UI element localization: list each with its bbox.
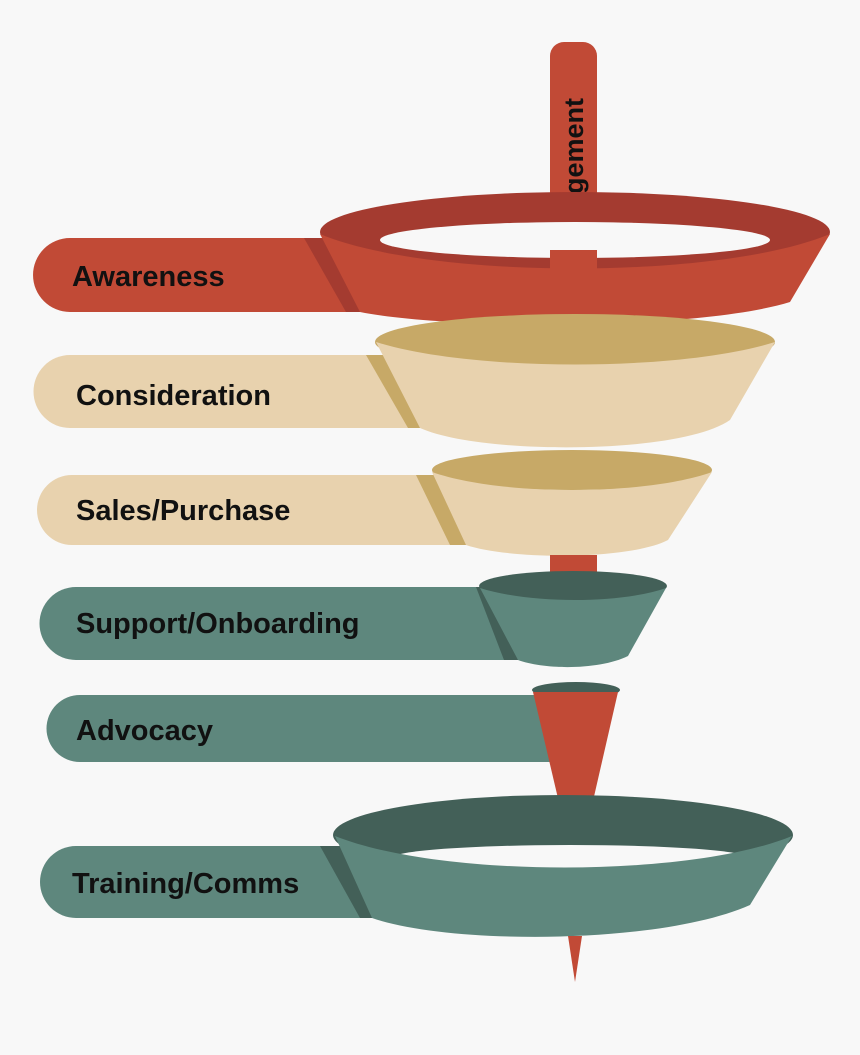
- stage-advocacy-tab: [46, 695, 556, 762]
- stage-awareness-ring-hole: [380, 222, 770, 258]
- stage-sales-purchase-ring-back: [432, 450, 712, 490]
- stage-advocacy-label: Advocacy: [76, 715, 213, 747]
- stage-consideration-ring-back: [375, 314, 775, 370]
- stage-training-comms-tab: [40, 846, 372, 918]
- stage-support-onboarding-tab: [39, 587, 512, 660]
- engagement-arrow-shaft-1: [550, 250, 597, 320]
- stage-sales-purchase: [37, 450, 712, 556]
- stage-training-comms: [40, 795, 793, 937]
- stage-awareness-tab: [33, 238, 361, 312]
- engagement-arrowhead: [533, 692, 618, 875]
- stage-sales-purchase-ring-front: [432, 472, 712, 556]
- stage-awareness: [33, 192, 830, 325]
- stage-consideration-ring-front: [376, 342, 775, 448]
- stage-support-onboarding: [39, 571, 667, 668]
- stage-awareness-label: Awareness: [72, 261, 225, 293]
- engagement-arrow-tail: [568, 936, 582, 982]
- stage-sales-purchase-label: Sales/Purchase: [76, 495, 290, 527]
- stage-consideration: [33, 314, 775, 448]
- stage-consideration-label: Consideration: [76, 380, 271, 412]
- stage-support-onboarding-ring-back: [479, 571, 667, 601]
- stage-training-comms-label: Training/Comms: [72, 868, 299, 900]
- stage-support-onboarding-label: Support/Onboarding: [76, 608, 360, 640]
- stage-sales-purchase-tab: [37, 475, 458, 545]
- stage-training-comms-ring-front: [335, 836, 792, 937]
- stage-consideration-tab: [33, 355, 414, 428]
- stage-support-onboarding-ring-front: [480, 588, 666, 668]
